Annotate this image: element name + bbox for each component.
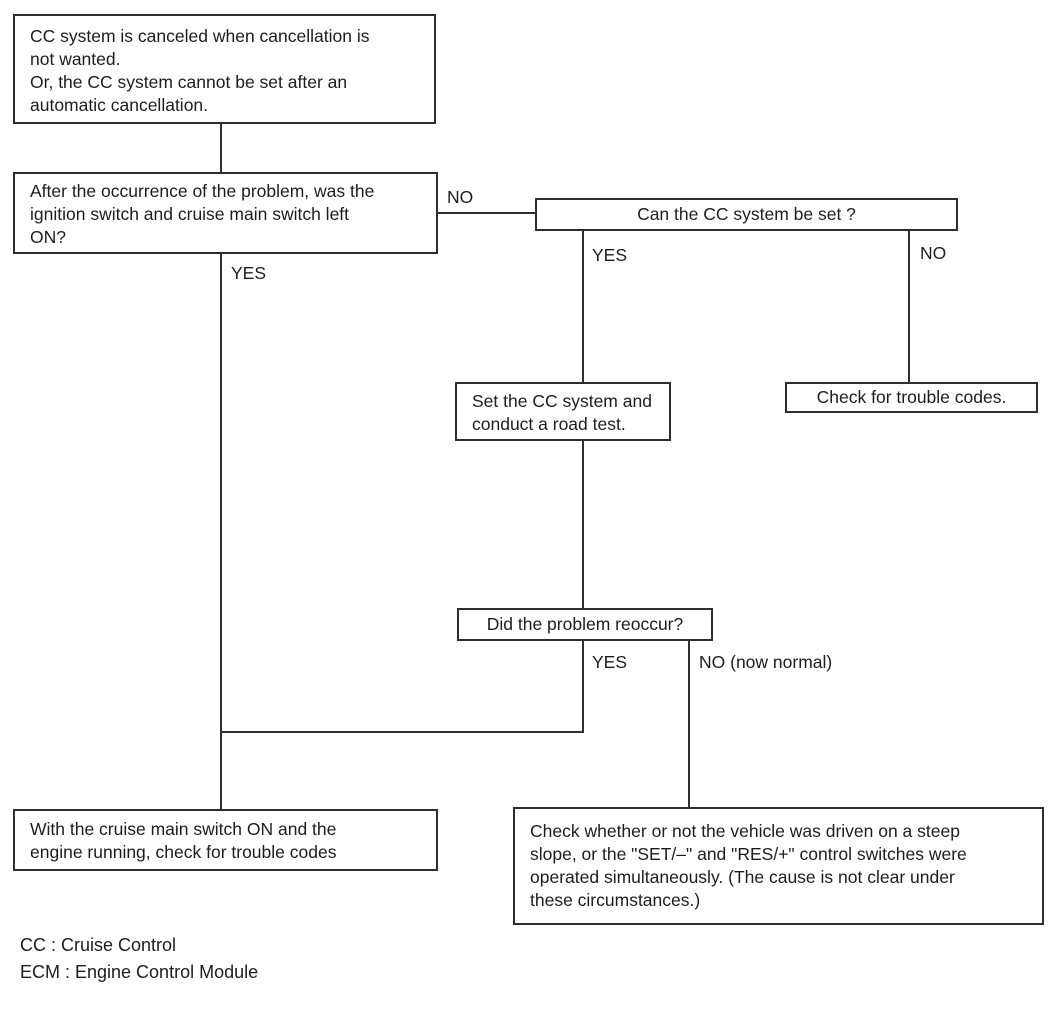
connector-yes-main-vertical xyxy=(220,253,222,810)
edge-label-no-from-reoccur: NO (now normal) xyxy=(699,652,833,672)
connector-roadtest-to-reoccur xyxy=(582,440,584,608)
edge-label-yes-from-reoccur: YES xyxy=(592,652,628,672)
node-check-steep-slope: Check whether or not the vehicle was dri… xyxy=(513,807,1044,925)
legend-cc: CC : Cruise Control xyxy=(20,935,177,955)
legend-ecm: ECM : Engine Control Module xyxy=(20,962,259,982)
legend: CC : Cruise Control ECM : Engine Control… xyxy=(20,932,258,986)
connector-no-to-can-set xyxy=(437,212,535,214)
connector-reoccur-no-vertical xyxy=(688,640,690,807)
node-check-trouble-codes: Check for trouble codes. xyxy=(785,382,1038,413)
edge-label-no-to-can-set: NO xyxy=(447,187,474,207)
node-question-problem-reoccur: Did the problem reoccur? xyxy=(457,608,713,641)
edge-label-yes-main: YES xyxy=(231,263,267,283)
edge-label-no-from-can-set: NO xyxy=(920,243,947,263)
connector-problem-to-question xyxy=(220,123,222,172)
node-question-switch-left-on: After the occurrence of the problem, was… xyxy=(13,172,438,254)
node-question-can-set: Can the CC system be set ? xyxy=(535,198,958,231)
connector-reoccur-yes-horizontal xyxy=(220,731,584,733)
node-problem-statement: CC system is canceled when cancellation … xyxy=(13,14,436,124)
edge-label-yes-from-can-set: YES xyxy=(592,245,628,265)
connector-can-set-yes xyxy=(582,230,584,382)
node-check-with-main-switch-on: With the cruise main switch ON and the e… xyxy=(13,809,438,871)
connector-reoccur-yes-vertical xyxy=(582,640,584,733)
connector-can-set-no xyxy=(908,230,910,382)
node-set-and-road-test: Set the CC system and conduct a road tes… xyxy=(455,382,671,441)
